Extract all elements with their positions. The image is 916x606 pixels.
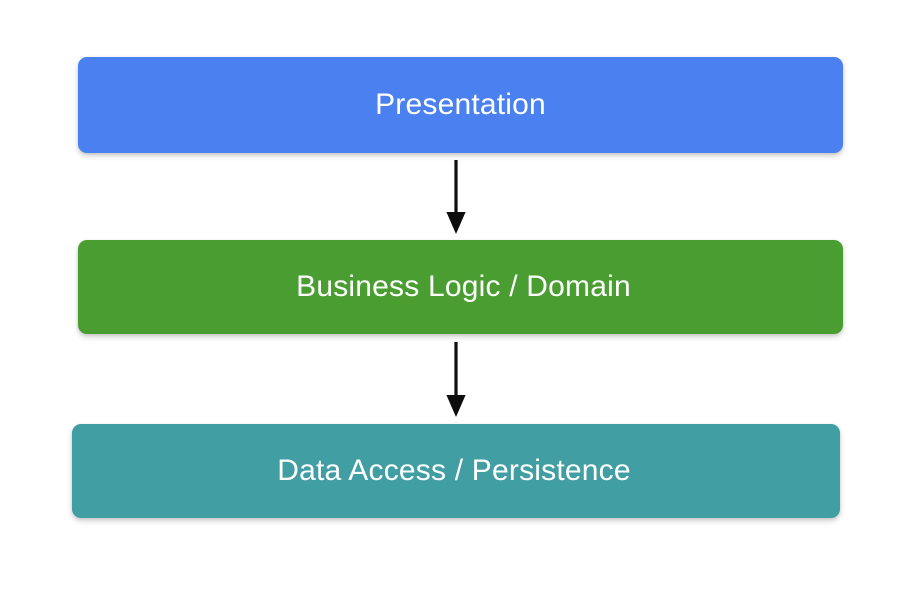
layer-label-data-access: Data Access / Persistence [277, 454, 631, 487]
layer-label-business-logic: Business Logic / Domain [296, 270, 631, 303]
arrow-business-logic-to-data-access [438, 342, 474, 418]
layer-label-presentation: Presentation [375, 88, 546, 121]
layer-box-data-access[interactable]: Data Access / Persistence [72, 424, 840, 518]
layer-box-business-logic[interactable]: Business Logic / Domain [78, 240, 843, 334]
arrow-presentation-to-business-logic [438, 160, 474, 235]
layer-box-presentation[interactable]: Presentation [78, 57, 843, 153]
